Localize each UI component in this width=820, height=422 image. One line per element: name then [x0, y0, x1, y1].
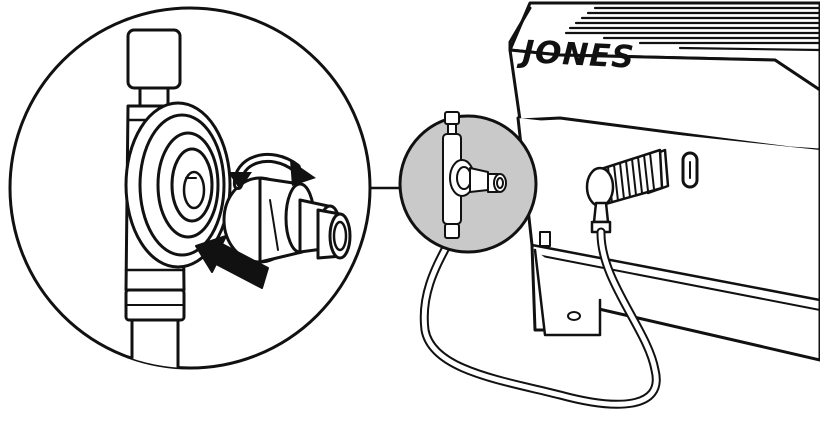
brand-label: JONES [516, 34, 636, 76]
magnified-detail [10, 8, 370, 380]
regulator-cap [128, 30, 180, 88]
